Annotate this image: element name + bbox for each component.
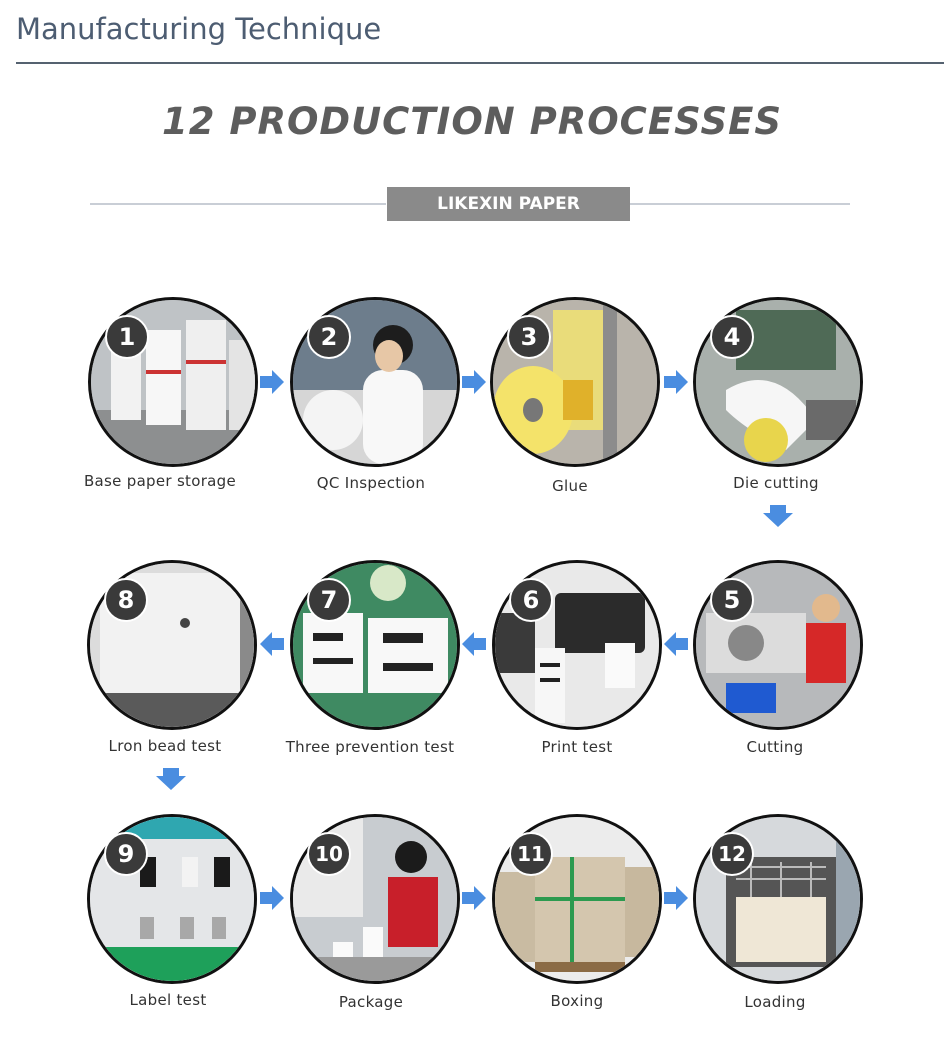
step-10-number: 10 — [307, 832, 351, 876]
arrow-icon — [156, 768, 186, 790]
step-2-label: QC Inspection — [316, 474, 426, 492]
step-12-label: Loading — [744, 993, 806, 1011]
arrow-icon — [462, 370, 486, 394]
brand-badge: LIKEXIN PAPER PRODUCTS — [387, 187, 630, 248]
cutting-machine-illustration — [696, 563, 860, 727]
step-11-label: Boxing — [550, 992, 604, 1010]
step-11-number: 11 — [509, 832, 553, 876]
page-title: Manufacturing Technique — [16, 12, 382, 46]
step-6-number: 6 — [509, 578, 553, 622]
step-6-photo — [492, 560, 662, 730]
infographic-headline: 12 PRODUCTION PROCESSES — [161, 100, 783, 143]
printer-illustration — [495, 563, 659, 727]
arrow-icon — [664, 886, 688, 910]
step-5-number: 5 — [710, 578, 754, 622]
page-header: Manufacturing Technique — [16, 0, 944, 64]
step-3-photo — [490, 297, 660, 467]
arrow-icon — [763, 505, 793, 527]
step-9-label: Label test — [129, 991, 207, 1009]
step-4-number: 4 — [710, 315, 754, 359]
arrow-icon — [664, 370, 688, 394]
step-3-number: 3 — [507, 315, 551, 359]
step-7-number: 7 — [307, 578, 351, 622]
arrow-icon — [260, 370, 284, 394]
arrow-icon — [664, 632, 688, 656]
step-6-label: Print test — [541, 738, 613, 756]
step-1-label: Base paper storage — [83, 472, 237, 490]
step-12-number: 12 — [710, 832, 754, 876]
step-5-label: Cutting — [746, 738, 804, 756]
step-10-photo — [290, 814, 460, 984]
divider-line-right — [630, 203, 850, 205]
step-7-label: Three prevention test — [285, 738, 455, 756]
step-8-label: Lron bead test — [108, 737, 222, 755]
step-10-label: Package — [338, 993, 404, 1011]
step-2-number: 2 — [307, 315, 351, 359]
step-1-number: 1 — [105, 315, 149, 359]
arrow-icon — [462, 632, 486, 656]
step-5-photo — [693, 560, 863, 730]
arrow-icon — [260, 886, 284, 910]
divider-line-left — [90, 203, 386, 205]
step-4-label: Die cutting — [733, 474, 819, 492]
step-8-number: 8 — [104, 578, 148, 622]
step-9-number: 9 — [104, 832, 148, 876]
arrow-icon — [260, 632, 284, 656]
step-3-label: Glue — [552, 477, 588, 495]
arrow-icon — [462, 886, 486, 910]
